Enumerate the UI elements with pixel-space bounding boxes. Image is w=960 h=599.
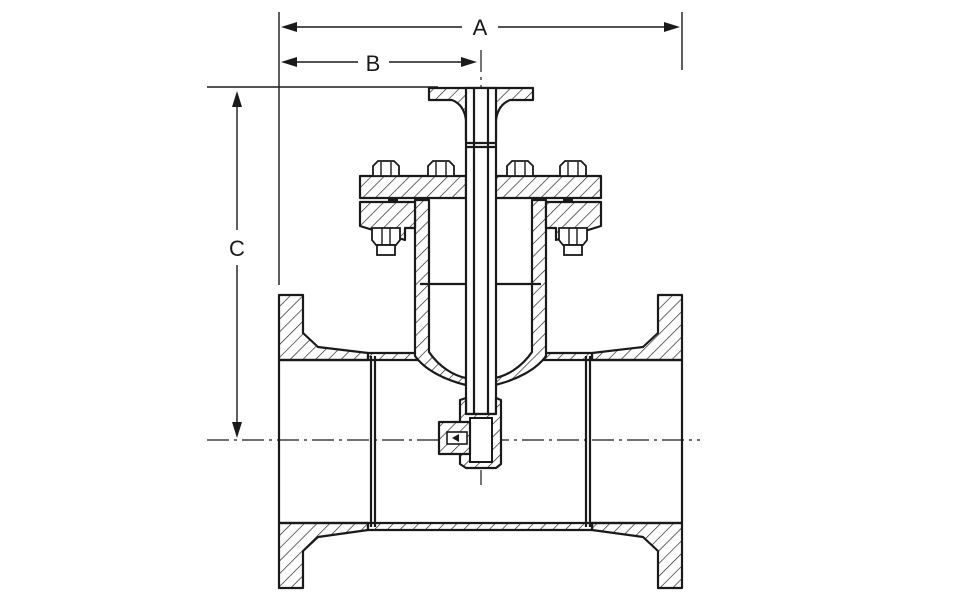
bolt-nut-icon — [558, 227, 588, 246]
valve-bore — [277, 356, 684, 527]
bolt-nut-icon — [559, 160, 587, 177]
bolt-nut-icon — [372, 160, 400, 177]
gate-wedge — [437, 396, 503, 470]
bottom-bolts — [371, 227, 588, 256]
bolt-nut-icon — [427, 160, 455, 177]
centerlines — [207, 50, 700, 485]
dimension-c: C — [207, 86, 438, 438]
valve-stem — [464, 86, 498, 416]
bolt-nut-icon — [371, 227, 401, 246]
dimension-b-label: B — [366, 51, 381, 76]
bolt-nut-icon — [506, 160, 534, 177]
top-bolts — [372, 160, 587, 177]
dimension-a: A — [278, 12, 683, 285]
valve-body-bottom-wall — [277, 521, 684, 590]
dimension-b: B — [281, 51, 477, 76]
bonnet — [358, 198, 603, 387]
dimension-a-label: A — [473, 15, 488, 40]
dimension-c-label: C — [229, 236, 245, 261]
